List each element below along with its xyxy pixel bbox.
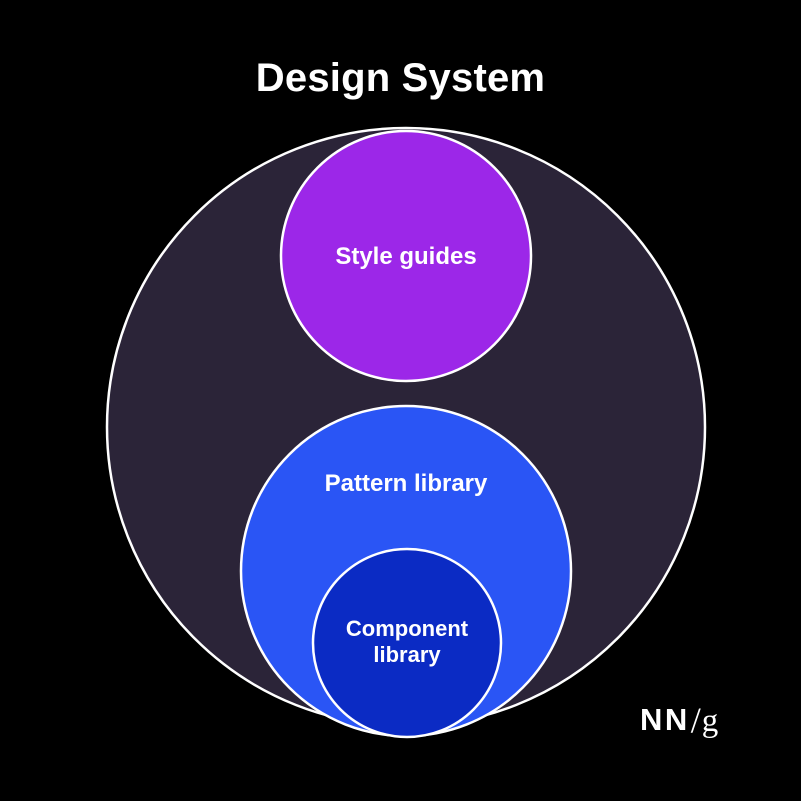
page-title: Design System — [255, 56, 546, 100]
logo-nn-text: NN — [640, 701, 690, 737]
logo-slash-icon: / — [690, 700, 701, 740]
nng-logo: NN / g — [640, 697, 718, 741]
circle-component-library[interactable] — [311, 547, 503, 739]
logo-g-text: g — [701, 702, 719, 739]
circle-style-guides[interactable] — [279, 129, 533, 383]
